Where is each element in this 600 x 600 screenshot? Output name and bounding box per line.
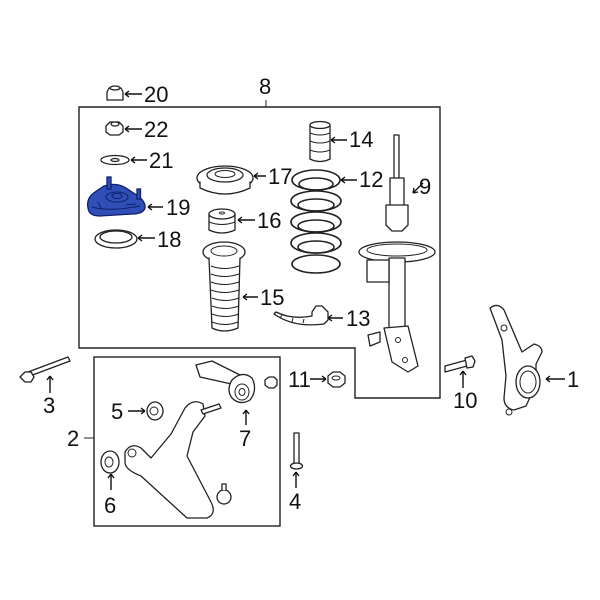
callout-3[interactable]: 3 bbox=[43, 393, 56, 418]
rear-bushing-part-7[interactable] bbox=[195, 360, 256, 404]
nut-part-22[interactable] bbox=[105, 121, 124, 136]
bolt-part-10[interactable] bbox=[444, 355, 476, 373]
callout-18[interactable]: 18 bbox=[157, 227, 182, 252]
spring-insulator-part-13[interactable] bbox=[273, 305, 329, 326]
callout-19[interactable]: 19 bbox=[166, 195, 191, 220]
coil-spring-part-12[interactable] bbox=[290, 169, 342, 274]
bump-stop-part-14[interactable] bbox=[309, 120, 331, 163]
bolt-part-4[interactable] bbox=[289, 432, 304, 470]
callout-6[interactable]: 6 bbox=[104, 493, 117, 518]
bump-stop-part-16[interactable] bbox=[208, 208, 236, 234]
callout-22[interactable]: 22 bbox=[144, 117, 169, 142]
callout-14[interactable]: 14 bbox=[349, 127, 374, 152]
group-box-8 bbox=[78, 106, 441, 399]
steering-knuckle-part-1[interactable] bbox=[489, 304, 543, 416]
bushing-part-6[interactable] bbox=[100, 450, 120, 474]
strut-part-9[interactable] bbox=[358, 134, 436, 373]
callout-7[interactable]: 7 bbox=[239, 426, 252, 451]
spring-seat-part-17[interactable] bbox=[196, 165, 254, 195]
callout-20[interactable]: 20 bbox=[144, 82, 169, 107]
callout-10[interactable]: 10 bbox=[453, 388, 478, 413]
nut-part-7-small bbox=[264, 376, 278, 389]
callout-16[interactable]: 16 bbox=[257, 208, 282, 233]
cap-part-20[interactable] bbox=[106, 85, 124, 101]
nut-part-11[interactable] bbox=[327, 371, 346, 388]
callout-15[interactable]: 15 bbox=[260, 285, 285, 310]
callout-12[interactable]: 12 bbox=[359, 167, 384, 192]
group-box-2 bbox=[93, 356, 281, 527]
strut-mount-part-19[interactable] bbox=[87, 176, 146, 217]
bushing-part-5[interactable] bbox=[146, 401, 164, 421]
lower-control-arm-part-2[interactable] bbox=[124, 401, 232, 519]
callout-8[interactable]: 8 bbox=[259, 74, 272, 99]
dust-boot-part-15[interactable] bbox=[202, 241, 246, 332]
washer-part-21[interactable] bbox=[100, 154, 130, 166]
callout-2[interactable]: 2 bbox=[67, 426, 80, 451]
callout-4[interactable]: 4 bbox=[289, 489, 302, 514]
callout-13[interactable]: 13 bbox=[346, 306, 371, 331]
bolt-part-3[interactable] bbox=[19, 356, 71, 383]
bearing-part-18[interactable] bbox=[94, 229, 138, 249]
callout-17[interactable]: 17 bbox=[268, 164, 293, 189]
callout-9[interactable]: 9 bbox=[419, 174, 432, 199]
callout-11[interactable]: 11 bbox=[288, 367, 311, 392]
callout-21[interactable]: 21 bbox=[149, 148, 174, 173]
callout-1[interactable]: 1 bbox=[567, 367, 580, 392]
callout-5[interactable]: 5 bbox=[111, 399, 124, 424]
